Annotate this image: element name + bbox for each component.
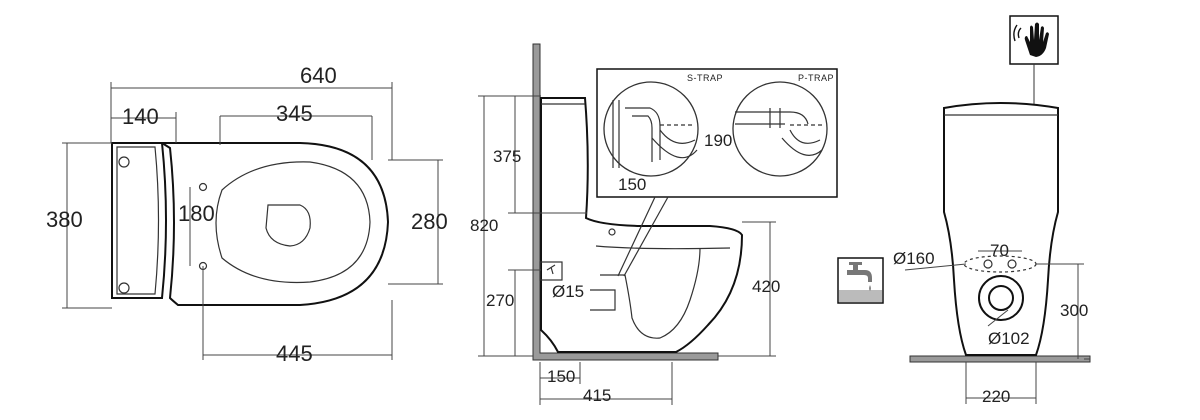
rear-floor [909,355,1091,363]
dim-220: 220 [982,387,1010,406]
dim-outlet-diameter: Ø102 [988,329,1030,348]
dim-640: 640 [300,63,337,88]
dim-180: 180 [178,201,215,226]
plan-cistern-hole-top [118,156,130,168]
plan-cistern-inner [116,146,160,295]
rear-view: 70 Ø160 Ø102 300 220 [893,102,1091,406]
plan-cistern [111,142,167,299]
dim-415: 415 [583,386,611,405]
dim-375: 375 [493,147,521,166]
p-trap-dim: 190 [704,131,732,150]
plan-bowl-opening [265,204,311,247]
wall-and-floor [532,43,719,361]
dim-345: 345 [276,101,313,126]
plan-seat [215,161,371,284]
rear-outlet [978,275,1024,321]
p-trap-label: P-TRAP [798,73,834,83]
dim-inlet-diameter: Ø15 [552,282,584,301]
touchless-hand-icon [1009,15,1059,104]
plan-bowl-outer [158,142,390,306]
side-toilet-body [540,97,744,353]
dim-300: 300 [1060,301,1088,320]
s-trap-detail [603,81,699,177]
dim-line-outlet [987,309,1009,327]
dim-duct-diameter: Ø160 [893,249,935,268]
dim-line-duct [904,263,967,271]
dim-150: 150 [547,367,575,386]
dim-420: 420 [752,277,780,296]
plan-view: 640 140 345 380 180 280 445 [46,63,448,366]
dim-445: 445 [276,341,313,366]
dim-380: 380 [46,207,83,232]
side-view: 375 820 270 Ø15 420 150 415 [470,43,780,405]
plan-cistern-hole-bottom [118,282,130,294]
p-trap-detail [732,81,828,177]
side-inlet [539,261,563,281]
dim-70: 70 [990,241,1009,260]
plan-fixing-top [198,182,208,192]
s-trap-dim: 150 [618,175,646,194]
side-trapway [600,247,701,339]
water-tap-icon [837,257,884,304]
rear-toilet-body [943,102,1059,356]
trap-inset: S-TRAP 150 P-TRAP 190 [596,68,838,277]
dim-270: 270 [486,291,514,310]
inset-leader-1 [617,196,656,277]
inset-leader-2 [623,196,669,277]
dim-820: 820 [470,216,498,235]
dim-280: 280 [411,209,448,234]
dim-140: 140 [122,104,159,129]
s-trap-label: S-TRAP [687,73,723,83]
